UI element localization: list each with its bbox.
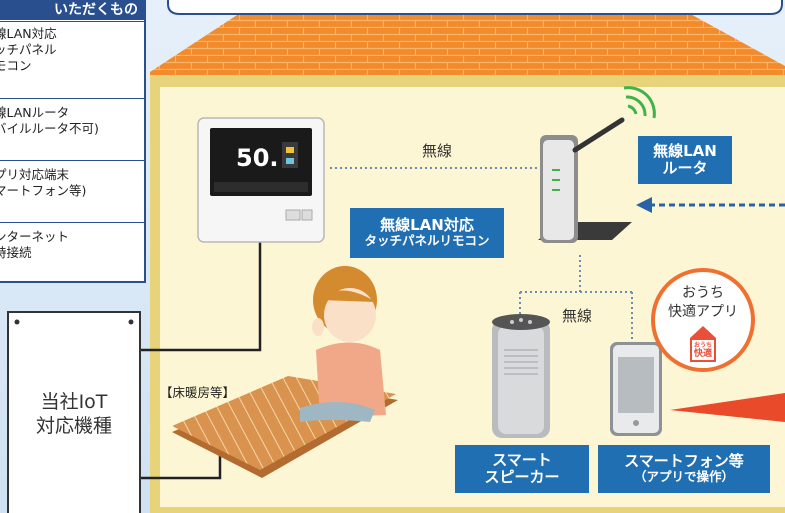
app-label-line: おうち [682, 285, 724, 301]
iot-device-label-line: 当社IoT [40, 391, 108, 413]
requirement-item: プリ対応端末 マートフォン等) [0, 160, 144, 222]
requirement-line: 線LAN対応 [0, 26, 57, 41]
iot-unit-box [7, 311, 141, 513]
router-label-line: 無線LAN [653, 141, 717, 160]
app-icon [690, 326, 716, 362]
iot-device-label: 当社IoT 対応機種 [10, 390, 138, 438]
requirements-title: いただくもの [0, 0, 144, 20]
floor-heating-label: 【床暖房等】 [160, 385, 236, 400]
wireless-label-bottom: 無線 [562, 307, 593, 325]
touch-panel-remote [197, 117, 325, 243]
requirement-line: モコン [0, 58, 32, 73]
app-label-line: 快適アプリ [668, 304, 738, 320]
requirement-line: マートフォン等) [0, 183, 87, 198]
app-icon-label-line: おうち [693, 342, 712, 349]
smartphone-label-line: （アプリで操作） [633, 469, 734, 485]
smartphone-label-line: スマートフォン等 [624, 452, 744, 471]
woman-illustration [300, 266, 386, 422]
wireless-label-top: 無線 [422, 142, 453, 160]
requirement-item: ンターネット 時接続 [0, 222, 144, 281]
requirement-line: バイルルータ不可) [0, 121, 99, 136]
requirements-panel [0, 0, 146, 283]
remote-label-line: 無線LAN対応 [380, 216, 474, 235]
requirement-line: プリ対応端末 [0, 167, 70, 182]
smart-speaker [492, 314, 550, 438]
speaker-label-line: スマート [492, 450, 552, 469]
iot-device-label-line: 対応機種 [35, 415, 112, 437]
app-icon-label: おうち 快適 [690, 341, 716, 359]
speaker-label: スマート スピーカー [455, 445, 589, 493]
smartphone-label: スマートフォン等 （アプリで操作） [598, 445, 770, 493]
requirement-item: 線LANルータ バイルルータ不可) [0, 98, 144, 160]
roof [150, 0, 785, 75]
requirement-line: ッチパネル [0, 42, 57, 57]
remote-screen-value: 50. [236, 144, 279, 172]
router-label: 無線LAN ルータ [638, 136, 732, 184]
requirement-line: ンターネット [0, 229, 70, 244]
remote-label: 無線LAN対応 タッチパネルリモコン [350, 208, 504, 258]
remote-label-line: タッチパネルリモコン [364, 233, 490, 249]
speaker-label-line: スピーカー [484, 468, 560, 486]
app-icon-label-line: 快適 [693, 349, 712, 359]
requirement-item: 線LAN対応 ッチパネル モコン [0, 21, 144, 98]
requirement-line: 線LANルータ [0, 105, 70, 120]
router [538, 86, 656, 243]
app-label: おうち 快適アプリ [664, 284, 742, 322]
router-label-line: ルータ [662, 159, 708, 177]
smartphone [610, 342, 662, 436]
requirement-line: 時接続 [0, 245, 32, 260]
